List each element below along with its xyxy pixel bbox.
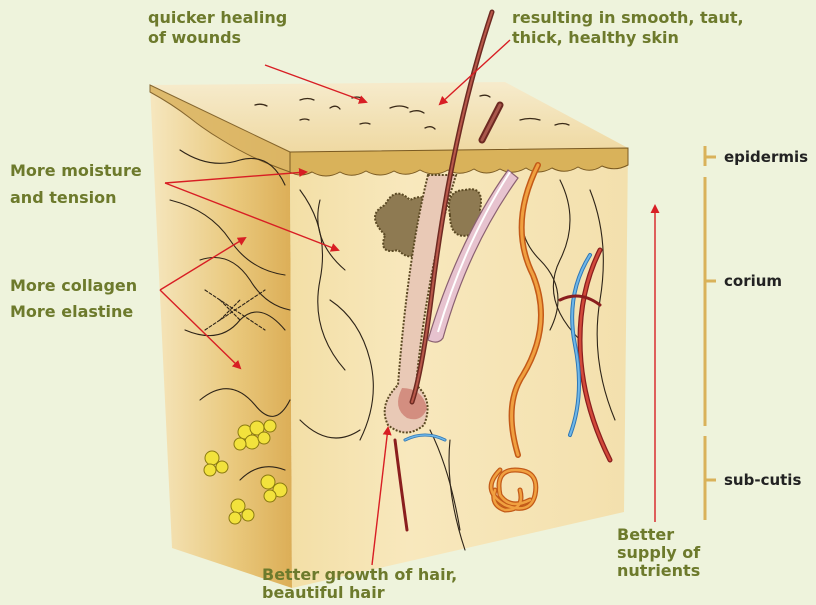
label-collagen: More collagen More elastine bbox=[10, 273, 137, 325]
label-moisture-line2: and tension bbox=[10, 188, 117, 207]
label-collagen-line2: More elastine bbox=[10, 302, 133, 321]
label-supply-line2: supply of bbox=[617, 543, 700, 562]
label-moisture-line1: More moisture bbox=[10, 161, 142, 180]
label-hair-growth: Better growth of hair, beautiful hair bbox=[262, 566, 457, 602]
label-hair-line1: Better growth of hair, bbox=[262, 565, 457, 584]
label-healing-line1: quicker healing bbox=[148, 8, 287, 27]
label-collagen-line1: More collagen bbox=[10, 276, 137, 295]
label-smooth-skin: resulting in smooth, taut, thick, health… bbox=[512, 8, 744, 48]
label-smooth-line2: thick, healthy skin bbox=[512, 28, 679, 47]
layer-label-subcutis: sub-cutis bbox=[724, 471, 801, 489]
label-smooth-line1: resulting in smooth, taut, bbox=[512, 8, 744, 27]
label-nutrient-supply: Better supply of nutrients bbox=[617, 526, 700, 580]
label-supply-line3: nutrients bbox=[617, 561, 700, 580]
label-healing-line2: of wounds bbox=[148, 28, 241, 47]
layer-brackets bbox=[705, 146, 716, 520]
label-supply-line1: Better bbox=[617, 525, 674, 544]
label-healing: quicker healing of wounds bbox=[148, 8, 287, 48]
layer-label-epidermis: epidermis bbox=[724, 148, 808, 166]
label-hair-line2: beautiful hair bbox=[262, 583, 385, 602]
label-moisture: More moisture and tension bbox=[10, 157, 142, 211]
layer-label-corium: corium bbox=[724, 272, 782, 290]
